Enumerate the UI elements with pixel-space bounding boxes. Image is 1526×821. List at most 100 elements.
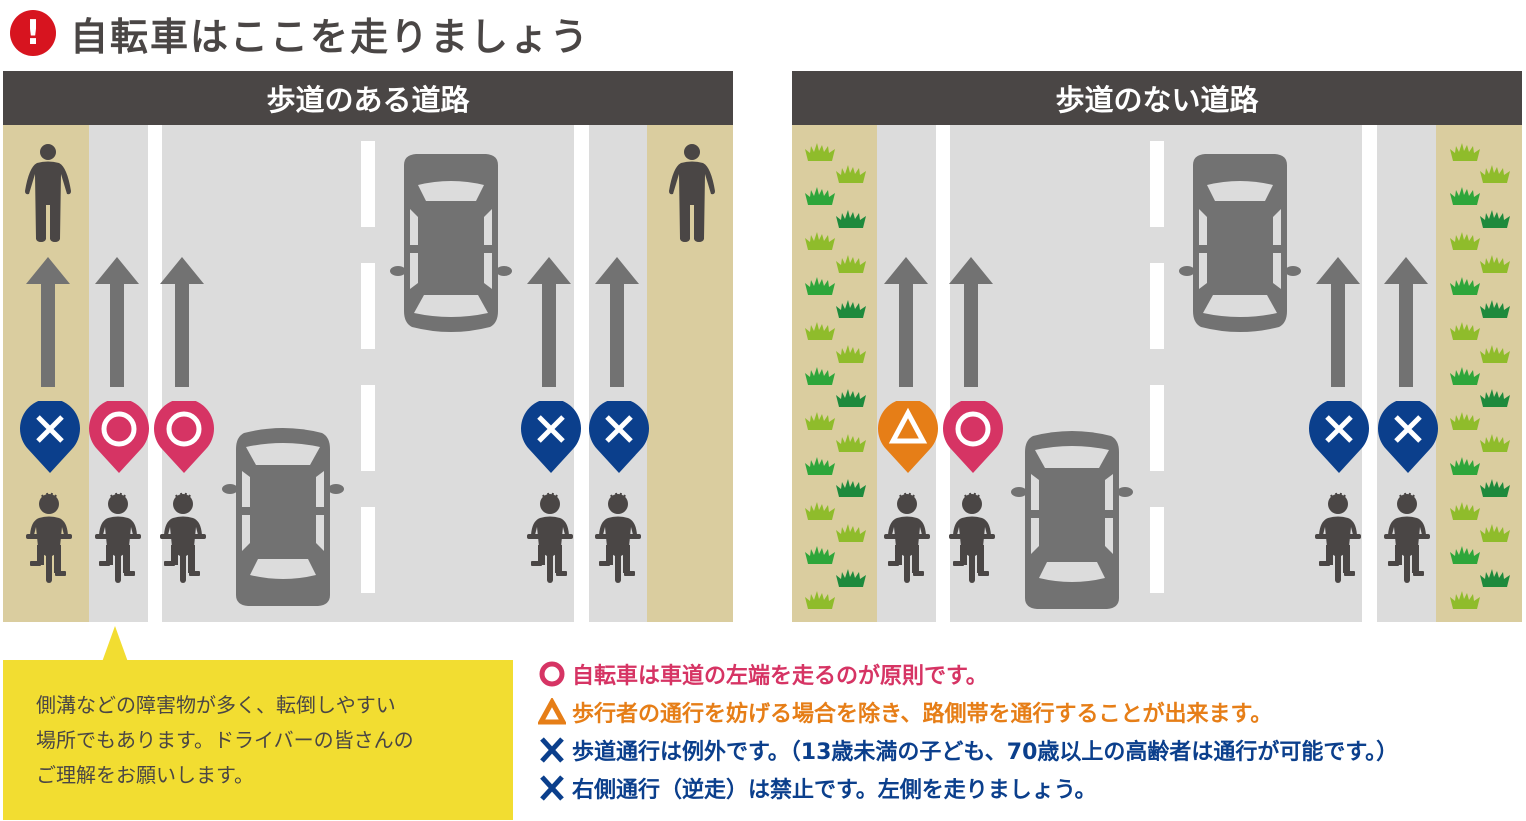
- grass-icon: [1450, 322, 1480, 340]
- grass-icon: [836, 300, 866, 318]
- grass-icon: [1450, 412, 1480, 430]
- grass-icon: [1480, 255, 1510, 273]
- center-dash: [1150, 263, 1164, 349]
- cyclist-icon: [1314, 491, 1362, 583]
- direction-arrow-icon: [595, 257, 639, 387]
- cross-pin-icon: [589, 401, 649, 473]
- road-diagram: [792, 125, 1522, 622]
- circle-icon: [538, 660, 572, 688]
- grass-shoulder-left: [792, 125, 877, 622]
- grass-icon: [836, 389, 866, 407]
- grass-icon: [836, 345, 866, 363]
- grass-icon: [836, 165, 866, 183]
- cross-pin-icon: [1378, 401, 1438, 473]
- grass-icon: [805, 502, 835, 520]
- cyclist-icon: [1383, 491, 1431, 583]
- circle-pin-icon: [154, 401, 214, 473]
- legend-item-sidewalk-exception: 歩道通行は例外です。（13歳未満の子ども、70歳以上の高齢者は通行が可能です。）: [538, 731, 1398, 769]
- cyclist-icon: [883, 491, 931, 583]
- grass-icon: [1450, 502, 1480, 520]
- center-dash: [1150, 141, 1164, 227]
- direction-arrow-icon: [95, 257, 139, 387]
- circle-pin-icon: [89, 401, 149, 473]
- panel-header: 歩道のない道路: [792, 71, 1522, 125]
- grass-icon: [1450, 367, 1480, 385]
- cyclist-icon: [526, 491, 574, 583]
- legend-text: 歩道通行は例外です。（13歳未満の子ども、70歳以上の高齢者は通行が可能です。）: [572, 740, 1399, 765]
- grass-icon: [1450, 457, 1480, 475]
- panel-without-sidewalk: 歩道のない道路: [792, 71, 1522, 622]
- car-icon: [1179, 153, 1301, 335]
- callout-pointer: [102, 626, 128, 662]
- cyclist-icon: [25, 491, 73, 583]
- triangle-pin-icon: [878, 401, 938, 473]
- direction-arrow-icon: [26, 257, 70, 387]
- direction-arrow-icon: [160, 257, 204, 387]
- grass-icon: [836, 255, 866, 273]
- legend-item-wrong-way: 右側通行（逆走）は禁止です。左側を走りましょう。: [538, 769, 1398, 807]
- legend: 自転車は車道の左端を走るのが原則です。 歩行者の通行を妨げる場合を除き、路側帯を…: [538, 655, 1398, 807]
- grass-icon: [805, 591, 835, 609]
- page-title: ! 自転車はここを走りましょう: [10, 8, 591, 59]
- legend-item-allowed: 自転車は車道の左端を走るのが原則です。: [538, 655, 1398, 693]
- center-dash: [361, 507, 375, 593]
- callout-line: 側溝などの障害物が多く、転倒しやすい: [36, 693, 396, 717]
- grass-icon: [1480, 524, 1510, 542]
- cross-pin-icon: [20, 401, 80, 473]
- title-text: 自転車はここを走りましょう: [70, 14, 591, 59]
- circle-pin-icon: [943, 401, 1003, 473]
- grass-icon: [1480, 300, 1510, 318]
- lane-line-left: [148, 125, 162, 622]
- grass-shoulder-right: [1436, 125, 1522, 622]
- grass-icon: [836, 434, 866, 452]
- center-dash: [361, 385, 375, 471]
- pedestrian-icon: [23, 143, 73, 243]
- grass-icon: [805, 457, 835, 475]
- grass-icon: [805, 143, 835, 161]
- grass-icon: [1480, 434, 1510, 452]
- callout-box: [3, 660, 513, 820]
- grass-icon: [1480, 479, 1510, 497]
- lane-line-right: [1362, 125, 1377, 622]
- grass-icon: [1450, 277, 1480, 295]
- legend-text: 歩行者の通行を妨げる場合を除き、路側帯を通行することが出来ます。: [572, 702, 1273, 727]
- grass-icon: [805, 322, 835, 340]
- panel-header: 歩道のある道路: [3, 71, 733, 125]
- callout-line: 場所でもあります。ドライバーの皆さんの: [36, 728, 414, 752]
- grass-icon: [1450, 591, 1480, 609]
- cross-icon: [538, 774, 572, 802]
- direction-arrow-icon: [1316, 257, 1360, 387]
- callout-text: 側溝などの障害物が多く、転倒しやすい 場所でもあります。ドライバーの皆さんの ご…: [36, 688, 506, 793]
- direction-arrow-icon: [884, 257, 928, 387]
- grass-icon: [1450, 546, 1480, 564]
- direction-arrow-icon: [1384, 257, 1428, 387]
- center-dash: [361, 263, 375, 349]
- grass-icon: [1450, 232, 1480, 250]
- cross-icon: [538, 736, 572, 764]
- grass-icon: [1480, 389, 1510, 407]
- grass-icon: [836, 569, 866, 587]
- cyclist-icon: [594, 491, 642, 583]
- grass-icon: [836, 479, 866, 497]
- grass-icon: [1480, 345, 1510, 363]
- legend-item-conditional: 歩行者の通行を妨げる場合を除き、路側帯を通行することが出来ます。: [538, 693, 1398, 731]
- cross-pin-icon: [1309, 401, 1369, 473]
- grass-icon: [836, 210, 866, 228]
- grass-icon: [1450, 143, 1480, 161]
- grass-icon: [805, 277, 835, 295]
- car-icon: [390, 153, 512, 335]
- grass-icon: [805, 232, 835, 250]
- grass-icon: [1450, 187, 1480, 205]
- grass-icon: [836, 524, 866, 542]
- pedestrian-icon: [667, 143, 717, 243]
- grass-icon: [1480, 165, 1510, 183]
- grass-icon: [805, 187, 835, 205]
- grass-icon: [805, 546, 835, 564]
- center-dash: [1150, 507, 1164, 593]
- grass-icon: [805, 367, 835, 385]
- car-icon: [222, 425, 344, 607]
- lane-line-left: [936, 125, 950, 622]
- center-dash: [361, 141, 375, 227]
- grass-icon: [1480, 210, 1510, 228]
- cyclist-icon: [948, 491, 996, 583]
